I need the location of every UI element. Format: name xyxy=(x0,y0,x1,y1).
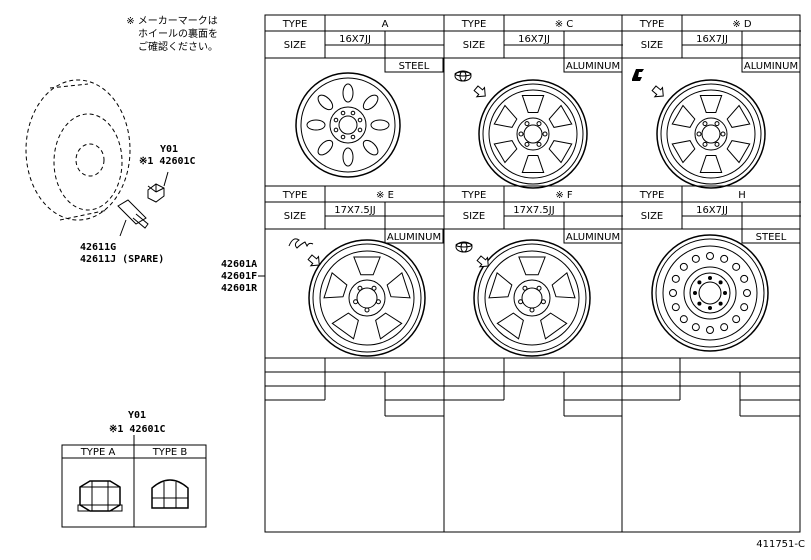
nut-type-b-label: TYPE B xyxy=(152,447,188,458)
wheel-type-value: A xyxy=(382,19,389,30)
wheel-cell-a: TYPE SIZE A 16X7JJ STEEL xyxy=(265,15,444,73)
wheel-material-value: ALUMINUM xyxy=(566,232,620,243)
wheel-table xyxy=(264,14,801,533)
wheel-material-value: ALUMINUM xyxy=(744,61,798,72)
lug-nut-type-b-icon xyxy=(151,479,189,509)
nut-code-top: Y01 xyxy=(160,144,178,155)
wheel-type-value: ※ F xyxy=(555,190,573,201)
figure-id: 411751-C xyxy=(756,539,805,550)
arrow-icon xyxy=(651,85,664,98)
wheel-part-number-3: 42601R xyxy=(221,283,258,294)
toyota-emblem-icon xyxy=(455,241,473,253)
size-header-label: SIZE xyxy=(641,40,663,51)
wheel-type-value: ※ E xyxy=(376,190,394,201)
note-line-2: ホイールの裏面を xyxy=(138,27,218,40)
arrow-icon xyxy=(307,254,320,267)
wheel-h-drawing xyxy=(651,234,769,352)
arrow-icon xyxy=(476,255,489,268)
tire-illustration xyxy=(25,79,131,221)
wheel-cell-d: TYPE SIZE ※ D 16X7JJ ALUMINUM xyxy=(622,15,801,73)
wheel-material-value: STEEL xyxy=(399,61,430,72)
wheel-size-value: 17X7.5JJ xyxy=(334,205,375,216)
brand-logo-icon xyxy=(632,69,644,81)
wheel-size-value: 16X7JJ xyxy=(696,34,728,45)
wheel-a-drawing xyxy=(295,72,401,178)
type-header-label: TYPE xyxy=(639,19,665,30)
type-header-label: TYPE xyxy=(461,19,487,30)
toyota-emblem-icon xyxy=(454,70,472,82)
valve-part-number: 42611G xyxy=(80,242,116,253)
wheel-type-value: ※ D xyxy=(732,19,752,30)
wheel-size-value: 16X7JJ xyxy=(339,34,371,45)
size-header-label: SIZE xyxy=(641,211,663,222)
size-header-label: SIZE xyxy=(284,40,306,51)
valve-spare-part-number: 42611J (SPARE) xyxy=(80,254,164,265)
size-header-label: SIZE xyxy=(463,40,485,51)
wheel-part-number-1: 42601A xyxy=(221,259,257,270)
wheel-size-value: 16X7JJ xyxy=(518,34,550,45)
valve-stem-icon xyxy=(117,199,149,237)
wheel-material-value: STEEL xyxy=(756,232,787,243)
wheel-type-value: H xyxy=(738,190,746,201)
type-header-label: TYPE xyxy=(282,19,308,30)
type-header-label: TYPE xyxy=(461,190,487,201)
wheel-d-drawing xyxy=(656,79,766,189)
arrow-icon xyxy=(473,85,486,98)
wheel-type-value: ※ C xyxy=(555,19,574,30)
nut-code-bottom: Y01 xyxy=(128,410,146,421)
lug-nut-type-a-icon xyxy=(77,480,123,512)
wheel-material-value: ALUMINUM xyxy=(566,61,620,72)
wheel-f-drawing xyxy=(473,239,591,357)
nut-part-number-top: ※1 42601C xyxy=(139,156,196,167)
wheel-part-number-2: 42601F xyxy=(221,271,257,282)
wheel-material-value: ALUMINUM xyxy=(387,232,441,243)
wheel-size-value: 16X7JJ xyxy=(696,205,728,216)
nut-type-a-label: TYPE A xyxy=(80,447,116,458)
wheel-part-numbers: 42601A 42601F 42601R xyxy=(221,259,265,294)
wheel-size-value: 17X7.5JJ xyxy=(513,205,554,216)
wheel-cell-h: TYPE SIZE H 16X7JJ STEEL xyxy=(622,186,801,244)
nut-type-table: TYPE A TYPE B xyxy=(61,435,207,528)
maker-mark-note: ※ メーカーマークは ホイールの裏面を ご確認ください。 xyxy=(126,15,218,53)
nut-part-number-bottom: ※1 42601C xyxy=(109,424,166,435)
script-logo-icon xyxy=(288,238,314,249)
type-header-label: TYPE xyxy=(639,190,665,201)
wheel-e-drawing xyxy=(308,239,426,357)
wheel-cell-c: TYPE SIZE ※ C 16X7JJ ALUMINUM xyxy=(444,15,623,73)
note-line-1: ※ メーカーマークは xyxy=(126,15,218,27)
wheel-c-drawing xyxy=(478,79,588,189)
type-header-label: TYPE xyxy=(282,190,308,201)
size-header-label: SIZE xyxy=(284,211,306,222)
lug-nut-small-icon xyxy=(147,171,169,203)
note-line-3: ご確認ください。 xyxy=(138,40,218,53)
size-header-label: SIZE xyxy=(463,211,485,222)
